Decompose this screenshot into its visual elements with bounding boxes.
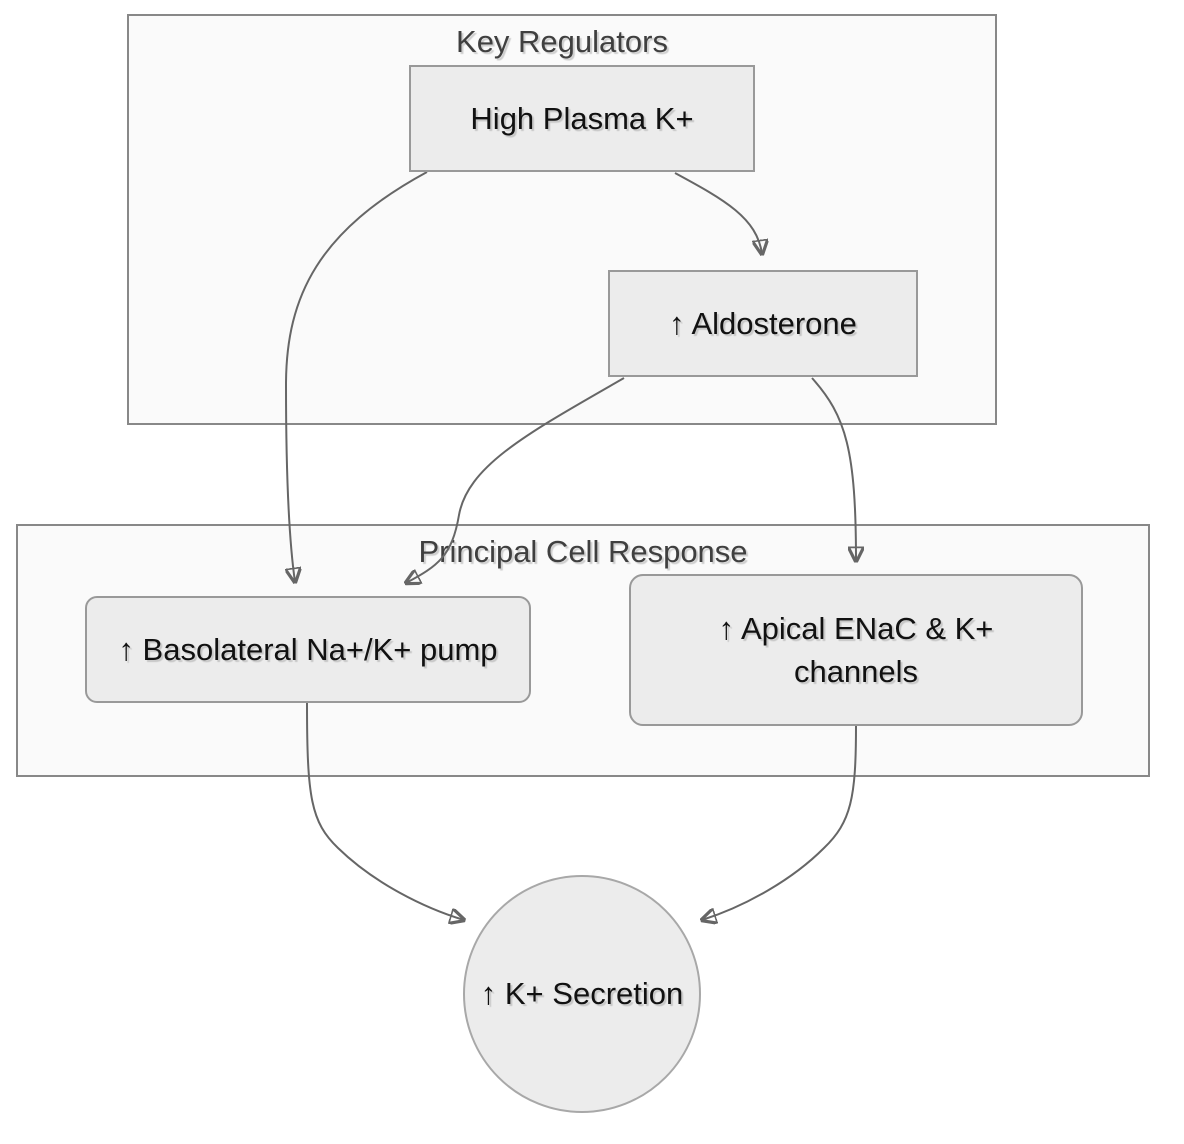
group-key-regulators-title: Key Regulators: [456, 24, 668, 59]
node-high-plasma-k-label: High Plasma K+: [470, 100, 694, 136]
node-apical-enac-label-line1: ↑ Apical ENaC & K+: [718, 610, 994, 646]
node-aldosterone: ↑ Aldosterone: [608, 270, 918, 377]
node-apical-enac-label-line2: channels: [793, 654, 919, 689]
node-basolateral-pump-label: ↑ Basolateral Na+/K+ pump: [118, 631, 498, 667]
node-k-secretion: ↑ K+ Secretion: [463, 875, 701, 1113]
node-high-plasma-k: High Plasma K+: [409, 65, 755, 172]
node-basolateral-pump: ↑ Basolateral Na+/K+ pump: [85, 596, 531, 703]
node-k-secretion-label: ↑ K+ Secretion: [480, 976, 684, 1012]
group-principal-cell-response-title: Principal Cell Response: [418, 534, 748, 569]
node-aldosterone-label: ↑ Aldosterone: [669, 305, 857, 341]
node-apical-enac: ↑ Apical ENaC & K+ channels: [629, 574, 1083, 726]
